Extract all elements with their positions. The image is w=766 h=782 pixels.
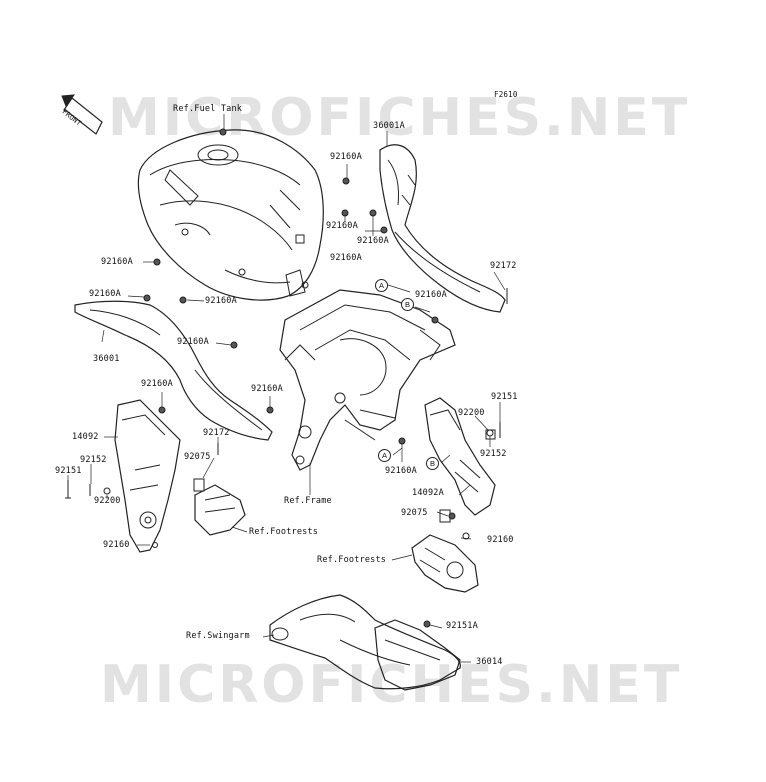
part-92160A-11: 92160A bbox=[251, 384, 283, 394]
part-36014: 36014 bbox=[476, 657, 503, 667]
part-92160A-5: 92160A bbox=[101, 257, 133, 267]
marker-a-lower: A bbox=[378, 449, 391, 462]
ref-frame-label: Ref.Frame bbox=[284, 496, 332, 506]
footrest-left-drawing bbox=[193, 478, 246, 536]
side-cover-left-drawing bbox=[74, 300, 273, 441]
part-92160A-6: 92160A bbox=[89, 289, 121, 299]
part-92160A-4: 92160A bbox=[330, 253, 362, 263]
part-92160A-7: 92160A bbox=[205, 296, 237, 306]
marker-b-lower: B bbox=[426, 457, 439, 470]
part-92151-right: 92151 bbox=[491, 392, 518, 402]
leader-lines bbox=[67, 114, 506, 663]
frame-drawing bbox=[279, 289, 456, 471]
footrest-right-drawing bbox=[411, 534, 479, 593]
fastener-grommets bbox=[143, 128, 456, 628]
footrest-bracket-left-drawing bbox=[114, 399, 181, 553]
part-92160A-1: 92160A bbox=[330, 152, 362, 162]
part-92200-right: 92200 bbox=[458, 408, 485, 418]
watermark-top: MICROFICHES.NET bbox=[108, 88, 691, 148]
part-92172-left: 92172 bbox=[203, 428, 230, 438]
ref-footrests-right-label: Ref.Footrests bbox=[317, 555, 387, 565]
part-92160A-2: 92160A bbox=[326, 221, 358, 231]
footrest-bracket-right-drawing bbox=[424, 397, 496, 540]
marker-b-upper: B bbox=[401, 298, 414, 311]
marker-a-upper: A bbox=[375, 279, 388, 292]
part-92160-right: 92160 bbox=[487, 535, 514, 545]
part-36001A: 36001A bbox=[373, 121, 405, 131]
part-92151A: 92151A bbox=[446, 621, 478, 631]
part-92151-left: 92151 bbox=[55, 466, 82, 476]
figure-code: F2610 bbox=[494, 90, 518, 99]
part-92160A-8: 92160A bbox=[415, 290, 447, 300]
part-92200-left: 92200 bbox=[94, 496, 121, 506]
part-92160A-3: 92160A bbox=[357, 236, 389, 246]
part-92160-left: 92160 bbox=[103, 540, 130, 550]
part-92172-right: 92172 bbox=[490, 261, 517, 271]
ref-fuel-tank-label: Ref.Fuel Tank bbox=[173, 104, 243, 114]
chain-cover-drawing bbox=[374, 619, 461, 691]
part-92152-right: 92152 bbox=[480, 449, 507, 459]
watermark-bottom: MICROFICHES.NET bbox=[100, 655, 683, 715]
fuel-tank-drawing bbox=[137, 129, 324, 301]
part-92152-left: 92152 bbox=[80, 455, 107, 465]
part-92075-left: 92075 bbox=[184, 452, 211, 462]
side-cover-right-drawing bbox=[379, 144, 506, 313]
swingarm-drawing bbox=[269, 594, 461, 690]
ref-swingarm-label: Ref.Swingarm bbox=[186, 631, 250, 641]
part-92160A-9: 92160A bbox=[177, 337, 209, 347]
part-14092A: 14092A bbox=[412, 488, 444, 498]
part-92160A-10: 92160A bbox=[141, 379, 173, 389]
part-36001: 36001 bbox=[93, 354, 120, 364]
part-92075-right: 92075 bbox=[401, 508, 428, 518]
ref-footrests-left-label: Ref.Footrests bbox=[249, 527, 319, 537]
front-arrow-icon bbox=[61, 94, 103, 135]
part-14092: 14092 bbox=[72, 432, 99, 442]
part-92160A-12: 92160A bbox=[385, 466, 417, 476]
